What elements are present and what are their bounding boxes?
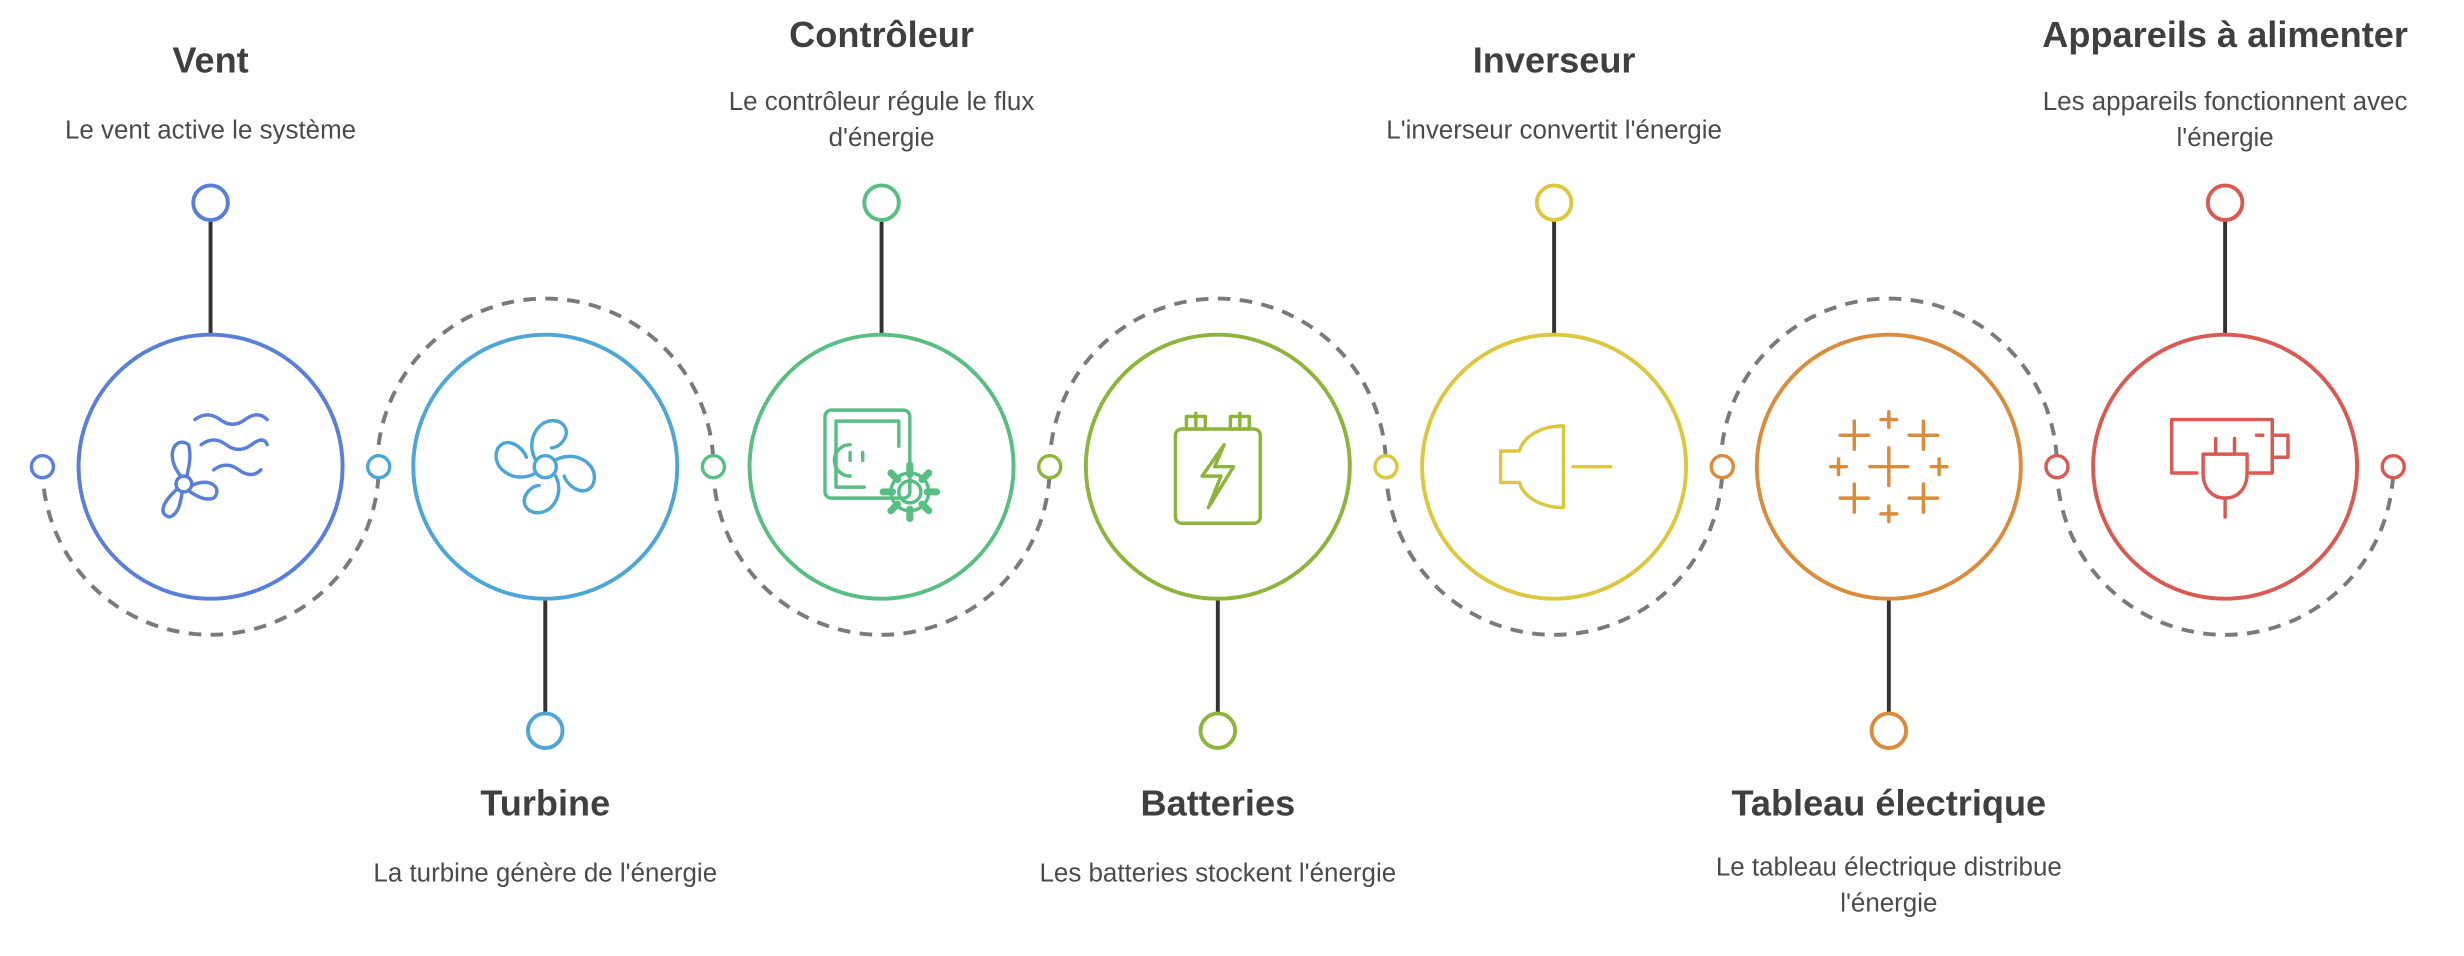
step-title: Inverseur: [1472, 39, 1636, 81]
step-description: Les appareils fonctionnent avec l'énergi…: [2042, 87, 2408, 153]
junction-dot: [1709, 453, 1735, 480]
step-node: [747, 183, 1016, 601]
inverter-icon: [1498, 424, 1613, 510]
step-description: Les batteries stockent l'énergie: [1039, 859, 1397, 888]
grid-crosses-icon: [1828, 409, 1949, 524]
connector-arc: [1384, 466, 1725, 637]
connector-arc: [1047, 296, 1388, 467]
step-pin-dot: [1534, 183, 1574, 222]
step-pin-dot: [191, 183, 230, 222]
connector-arc: [711, 466, 1052, 637]
junction-dot: [365, 453, 392, 480]
connector-arc: [1718, 296, 2059, 467]
connector-arc: [375, 296, 716, 467]
step-label-controleur: Contrôleur Le contrôleur régule le flux …: [685, 13, 1078, 158]
step-nodes: [76, 183, 2360, 750]
step-title: Batteries: [1140, 782, 1296, 824]
step-circle: [1420, 332, 1689, 601]
step-pin-dot: [862, 183, 901, 222]
step-title: Appareils à alimenter: [2042, 14, 2408, 55]
step-title: Vent: [172, 39, 249, 81]
step-circle: [411, 332, 680, 601]
step-description: Le contrôleur régule le flux d'énergie: [728, 87, 1035, 153]
connector-arc: [2054, 466, 2396, 637]
junction-dot: [29, 453, 56, 480]
junction-dot: [1036, 453, 1063, 480]
fan-icon: [494, 419, 597, 515]
connector-arc: [40, 466, 381, 637]
step-title: Contrôleur: [789, 14, 974, 55]
junction-dot: [1373, 453, 1399, 480]
step-pin-dot: [1869, 711, 1909, 750]
step-description: Le tableau électrique distribue l'énergi…: [1715, 853, 2062, 918]
step-title: Turbine: [480, 782, 611, 824]
step-label-appareils: Appareils à alimenter Les appareils fonc…: [1997, 13, 2453, 158]
step-label-inverseur: Inverseur L'inverseur convertit l'énergi…: [1318, 38, 1789, 150]
step-label-vent: Vent Le vent active le système: [0, 38, 446, 150]
step-circle: [747, 332, 1016, 601]
step-node: [1083, 332, 1352, 750]
wind-turbine-icon: [161, 413, 269, 519]
step-description: La turbine génère de l'énergie: [373, 859, 718, 888]
battery-plug-icon: [2169, 417, 2290, 519]
step-node: [1420, 183, 1689, 601]
step-pin-dot: [1198, 711, 1238, 750]
connector-arcs: [29, 296, 2406, 637]
step-label-batteries: Batteries Les batteries stockent l'énerg…: [982, 781, 1453, 893]
step-title: Tableau électrique: [1731, 782, 2047, 824]
step-label-tableau: Tableau électrique Le tableau électrique…: [1677, 781, 2101, 922]
step-description: Le vent active le système: [64, 116, 357, 145]
step-label-turbine: Turbine La turbine génère de l'énergie: [310, 781, 781, 893]
step-node: [2091, 183, 2360, 601]
step-pin-dot: [2205, 183, 2245, 222]
junction-dot: [2380, 453, 2406, 480]
step-node: [1754, 332, 2023, 750]
step-pin-dot: [526, 711, 565, 750]
battery-charging-icon: [1173, 411, 1262, 526]
step-node: [411, 332, 680, 750]
step-description: L'inverseur convertit l'énergie: [1386, 116, 1722, 145]
junction-dot: [700, 453, 727, 480]
junction-dot: [2044, 453, 2070, 480]
step-circle: [2091, 332, 2360, 601]
step-circle: [76, 332, 345, 601]
step-node: [76, 183, 345, 601]
outlet-gear-icon: [823, 408, 941, 523]
